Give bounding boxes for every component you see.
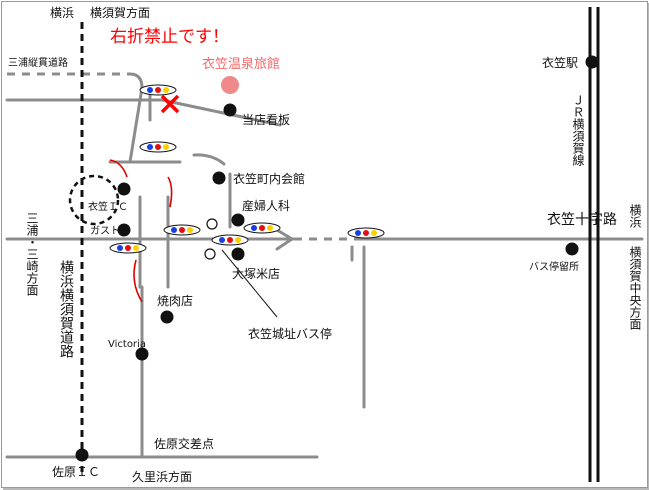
label-miura-misaki: 三浦・三崎方面 xyxy=(25,212,39,296)
bus-stop-pointer xyxy=(221,249,278,318)
sahara-ic-marker xyxy=(75,448,89,462)
miura-road-curve xyxy=(128,72,144,90)
obgyn-marker xyxy=(231,213,245,227)
community-hall-marker xyxy=(212,171,226,185)
arrow-southbound xyxy=(167,176,173,208)
kinugasa-ic-marker xyxy=(117,182,131,196)
label-jr-line: ＪＲ横須賀線 xyxy=(571,94,585,166)
upper-road xyxy=(5,98,282,127)
kinugasa-station-marker xyxy=(585,55,599,69)
otsuka-rice-marker xyxy=(231,247,245,261)
bus-stop-open-marker xyxy=(206,218,218,230)
ic-interchange-ring xyxy=(68,174,120,226)
car-marker-dots xyxy=(117,87,377,251)
label-warning: 右折禁止です！ xyxy=(110,27,229,47)
label-kurihama: 久里浜方面 xyxy=(132,469,192,484)
label-sahara-intersection: 佐原交差点 xyxy=(154,436,214,451)
otsuka-stub xyxy=(270,225,294,251)
arrow-northbound xyxy=(133,259,143,303)
signboard-marker xyxy=(223,103,237,117)
label-sahara-ic: 佐原ＩＣ xyxy=(52,465,100,479)
label-yakiniku: 焼肉店 xyxy=(157,294,193,308)
label-obgyn: 産婦人科 xyxy=(242,198,290,213)
gusto-marker xyxy=(117,223,131,237)
label-yokohama-right: 横浜 xyxy=(628,204,642,228)
castle-bus-stop-marker xyxy=(204,248,216,260)
yakiniku-marker xyxy=(160,310,174,324)
label-miura-road: 三浦縦貫道路 xyxy=(8,56,68,69)
label-yokosuka-chuo: 横須賀中央方面 xyxy=(628,246,642,330)
label-kinugasa-ic: 衣笠ＩＣ xyxy=(88,200,128,213)
victoria-marker xyxy=(135,347,149,361)
roads xyxy=(5,72,644,459)
no-right-turn-icon xyxy=(160,94,180,114)
label-kinugasa-station: 衣笠駅 xyxy=(542,55,578,70)
label-signboard: 当店看板 xyxy=(242,113,290,127)
inn-marker-icon xyxy=(221,76,239,94)
label-inn: 衣笠温泉旅館 xyxy=(202,56,280,72)
label-crossroads: 衣笠十字路 xyxy=(547,212,617,228)
bus-stop-marker xyxy=(565,242,579,256)
label-yokohama-yokosuka-road: 横浜横須賀道路 xyxy=(58,260,74,358)
label-otsuka-rice: 大塚米店 xyxy=(232,267,280,281)
label-castle-bus-stop: 衣笠城址バス停 xyxy=(248,326,332,341)
label-victoria: Victoria xyxy=(108,339,146,350)
label-community-hall: 衣笠町内会館 xyxy=(233,171,305,186)
label-bus-stop: バス停留所 xyxy=(529,260,579,273)
arrow-to-ic xyxy=(109,159,128,178)
community-hall-road xyxy=(192,153,226,166)
label-yokohama-top: 横浜 xyxy=(50,6,74,20)
label-yokosuka-top: 横須賀方面 xyxy=(90,5,150,20)
label-gusto: ガスト xyxy=(90,225,120,237)
